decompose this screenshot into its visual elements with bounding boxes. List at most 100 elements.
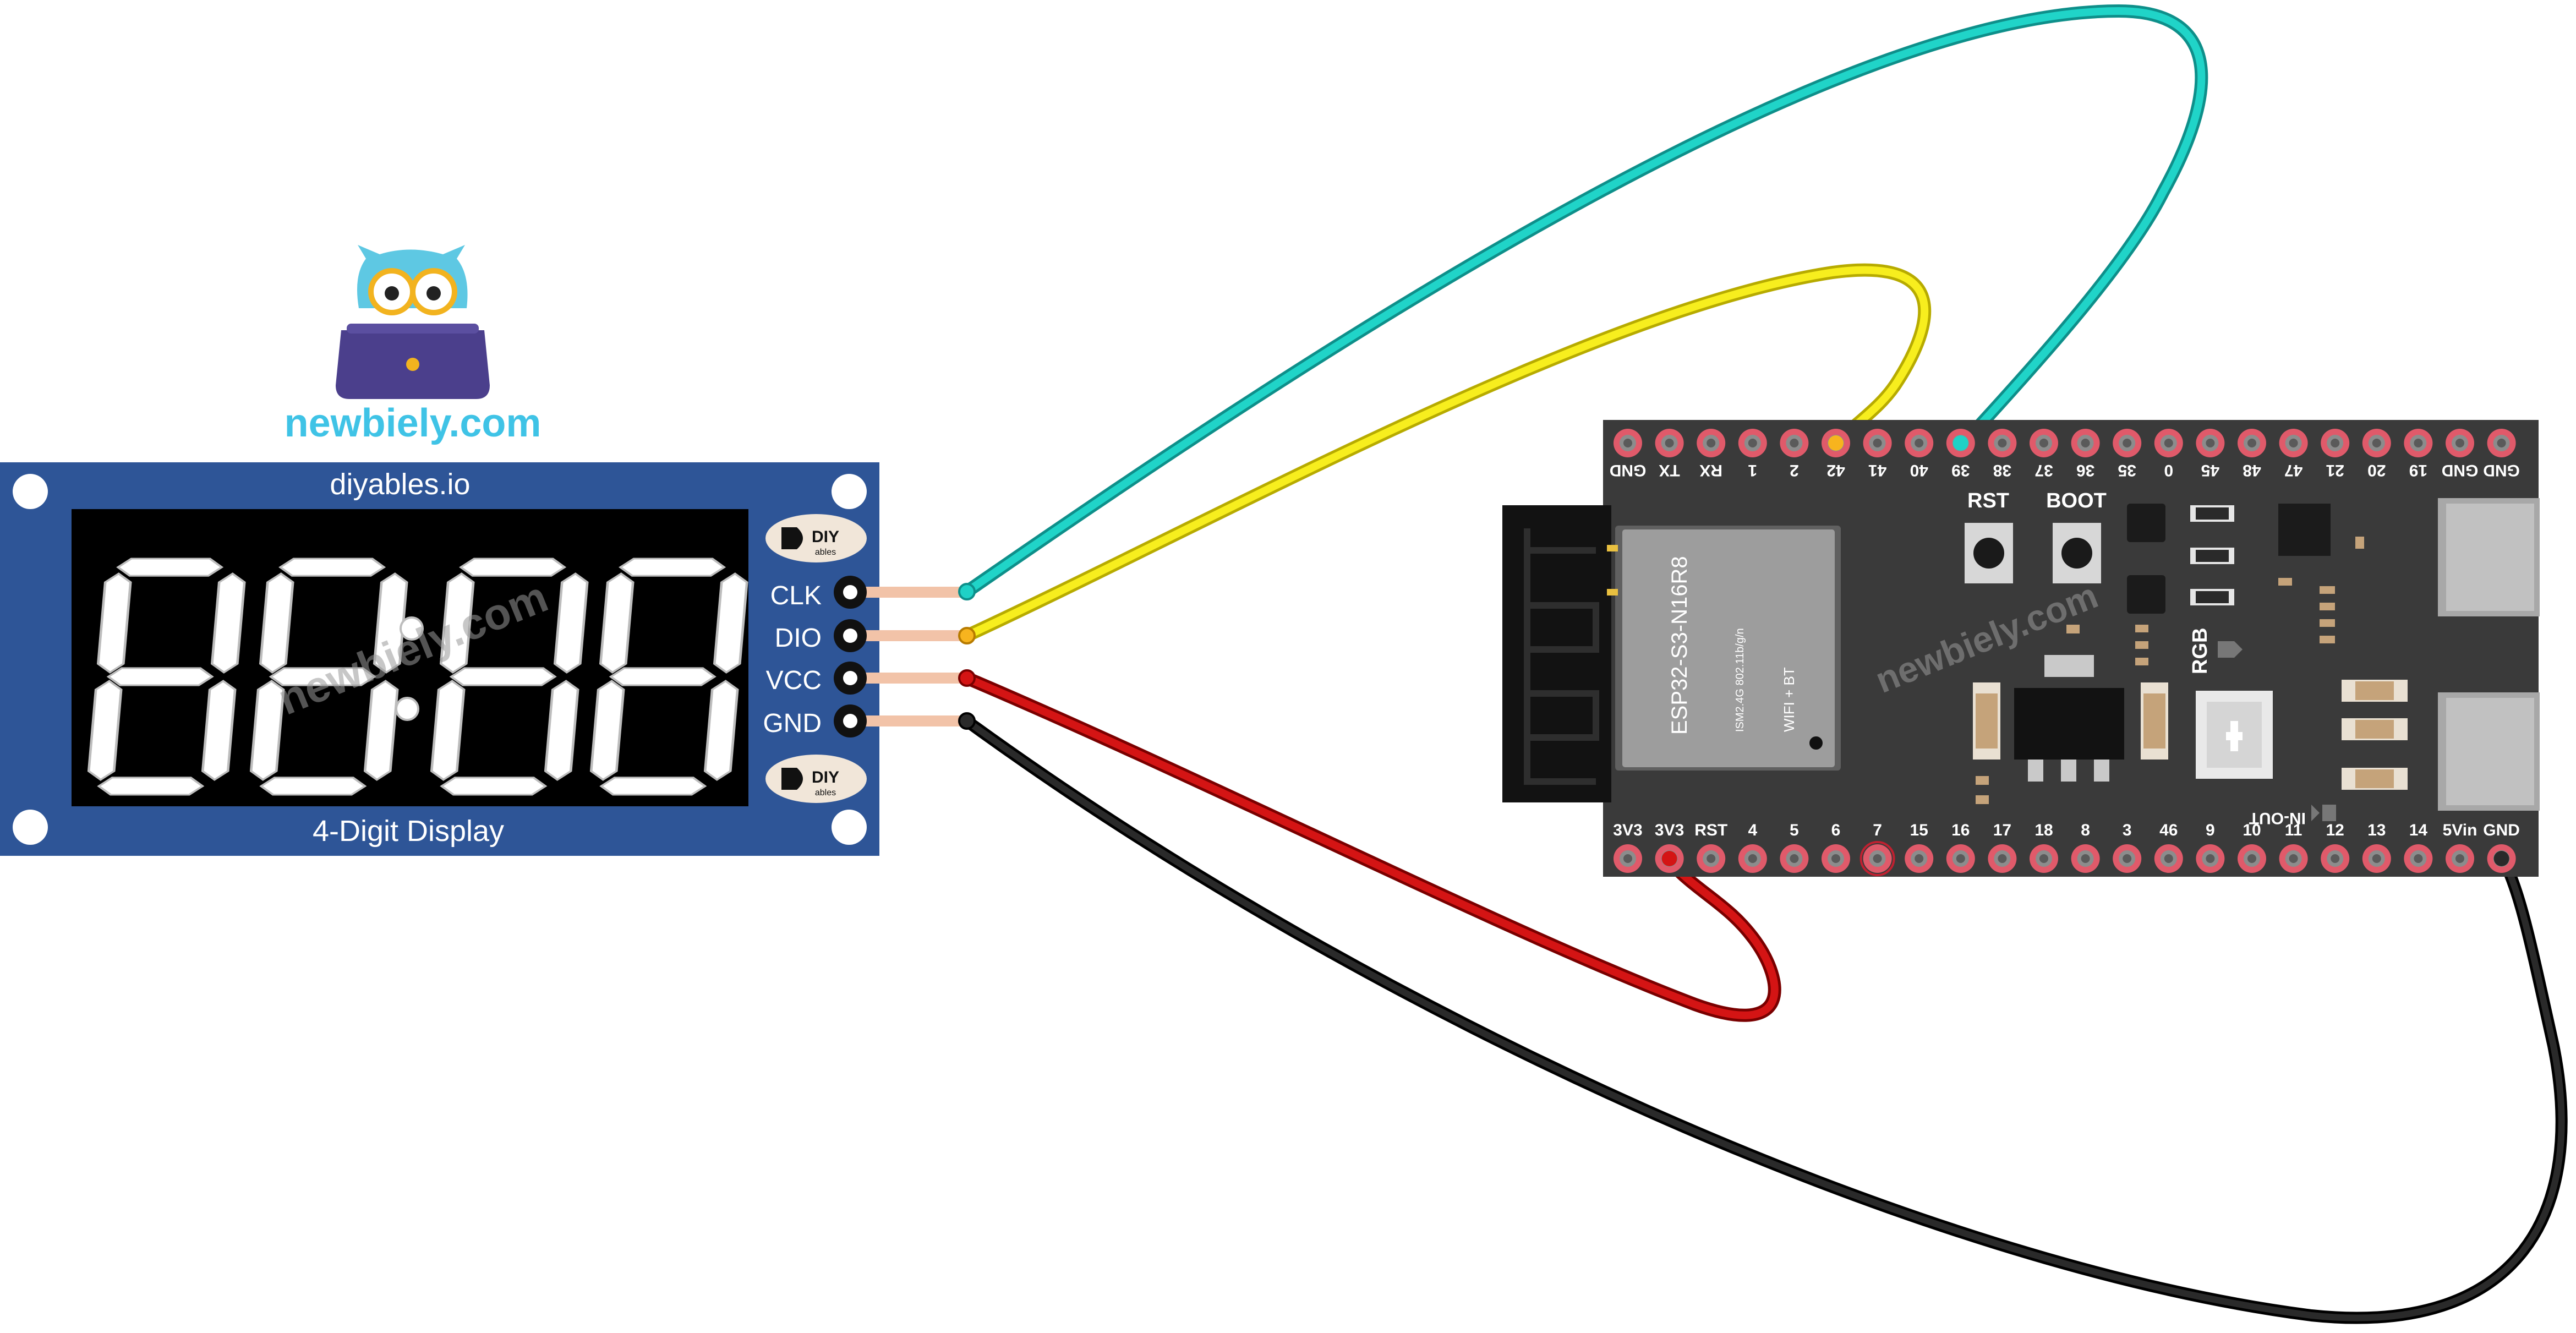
pin-label: 9 <box>2206 821 2215 839</box>
pin-label: 0 <box>2164 461 2173 479</box>
logo-text: newbiely.com <box>285 401 542 445</box>
pin-label: 3V3 <box>1613 821 1642 839</box>
diy-badge-top: DIY ables <box>765 514 867 562</box>
esp32-s3-board: ESP32-S3-N16R8 ISM2.4G 802.11b/g/n WIFI … <box>1502 420 2540 877</box>
rgb-label: RGB <box>2189 628 2212 674</box>
pin-gnd[interactable] <box>2446 429 2474 457</box>
pin-14[interactable] <box>2404 844 2433 873</box>
module-label: ESP32-S3-N16R8 <box>1667 556 1692 735</box>
arrow-icon <box>2311 805 2336 821</box>
module-sub1: ISM2.4G 802.11b/g/n <box>1734 628 1746 732</box>
pin-10[interactable] <box>2238 844 2266 873</box>
pin-label: 2 <box>1790 461 1799 479</box>
mount-hole <box>832 810 867 845</box>
pin-41[interactable] <box>1863 429 1892 457</box>
pin-3v3[interactable] <box>1614 844 1642 873</box>
pin-label: 47 <box>2284 461 2302 479</box>
pin-highlight <box>1859 841 1895 876</box>
display-name-label: 4-Digit Display <box>313 815 504 848</box>
pin-15[interactable] <box>1905 844 1934 873</box>
pin-35[interactable] <box>2113 429 2142 457</box>
pin-label: 6 <box>1831 821 1841 839</box>
pin-label: 21 <box>2326 461 2344 479</box>
mount-hole <box>13 810 48 845</box>
wire-contact <box>1661 851 1677 866</box>
pin-label: 41 <box>1868 461 1886 479</box>
pin-21[interactable] <box>2321 429 2350 457</box>
pin-6[interactable] <box>1822 844 1850 873</box>
pin-38[interactable] <box>1988 429 2017 457</box>
pin-label: 17 <box>1993 821 2011 839</box>
pin-1[interactable] <box>1738 429 1767 457</box>
pin-7[interactable] <box>1863 844 1892 873</box>
pin-label: 1 <box>1748 461 1757 479</box>
pin-48[interactable] <box>2238 429 2266 457</box>
boot-button[interactable] <box>2053 523 2101 583</box>
pin-8[interactable] <box>2071 844 2100 873</box>
pin-19[interactable] <box>2404 429 2433 457</box>
pin-36[interactable] <box>2071 429 2100 457</box>
pin-label: 36 <box>2076 461 2094 479</box>
pin-gnd[interactable] <box>1614 429 1642 457</box>
display-pin-labels: CLK DIO VCC GND <box>763 581 822 738</box>
pin-label: 4 <box>1748 821 1757 839</box>
pin-label: 40 <box>1910 461 1928 479</box>
wire-contact <box>1952 435 1968 451</box>
smd-components <box>1973 504 2408 821</box>
rst-button[interactable] <box>1965 523 2013 583</box>
diy-logo-icon <box>781 768 803 790</box>
pin-40[interactable] <box>1905 429 1934 457</box>
pin-5vin[interactable] <box>2446 844 2474 873</box>
pin-16[interactable] <box>1946 844 1975 873</box>
pin-label: 3 <box>2123 821 2132 839</box>
pin-gnd[interactable] <box>2487 429 2516 457</box>
pin-vcc[interactable] <box>842 673 967 684</box>
pin-label: 16 <box>1951 821 1970 839</box>
seven-segment-digits <box>86 559 749 795</box>
pin-label: GND <box>2483 821 2520 839</box>
pin-label: 38 <box>1993 461 2011 479</box>
pin-0[interactable] <box>2154 429 2183 457</box>
pin-3[interactable] <box>2113 844 2142 873</box>
pin-17[interactable] <box>1988 844 2017 873</box>
pin-label: GND <box>1610 461 1647 479</box>
pin-label: 39 <box>1951 461 1970 479</box>
4-digit-display-module: diyables.io 4-Digit Display newbiely.com… <box>0 462 976 856</box>
usb-port-bottom <box>2438 692 2540 811</box>
pin-2[interactable] <box>1780 429 1809 457</box>
pin-dio[interactable] <box>842 630 967 641</box>
pin-label: 19 <box>2409 461 2427 479</box>
pin-label-vcc: VCC <box>766 666 822 695</box>
pin-clk[interactable] <box>842 587 967 598</box>
pin-37[interactable] <box>2030 429 2058 457</box>
pin-label: GND <box>2483 461 2520 479</box>
pin-20[interactable] <box>2362 429 2391 457</box>
pin-9[interactable] <box>2196 844 2225 873</box>
wires <box>960 4 2568 1324</box>
pin-5[interactable] <box>1780 844 1809 873</box>
pin-13[interactable] <box>2362 844 2391 873</box>
pin-label: RX <box>1699 461 1722 479</box>
pin-label: GND <box>2442 461 2479 479</box>
pin-11[interactable] <box>2279 844 2308 873</box>
pin-label: 12 <box>2326 821 2344 839</box>
pin-label: TX <box>1659 461 1680 479</box>
pin-4[interactable] <box>1738 844 1767 873</box>
pin-12[interactable] <box>2321 844 2350 873</box>
pin-rst[interactable] <box>1697 844 1726 873</box>
pin-label: 5 <box>1790 821 1799 839</box>
pin-label: 35 <box>2118 461 2136 479</box>
pin-label-clk: CLK <box>770 581 822 610</box>
pin-46[interactable] <box>2154 844 2183 873</box>
pin-tx[interactable] <box>1655 429 1684 457</box>
pin-45[interactable] <box>2196 429 2225 457</box>
inout-label: IN-OUT <box>2249 809 2306 827</box>
pin-rx[interactable] <box>1697 429 1726 457</box>
pin-label: 37 <box>2034 461 2053 479</box>
pin-47[interactable] <box>2279 429 2308 457</box>
pin-label: 5Vin <box>2443 821 2477 839</box>
display-header-pins <box>834 576 967 737</box>
pin-18[interactable] <box>2030 844 2058 873</box>
display-brand-label: diyables.io <box>330 468 470 501</box>
pin-gnd[interactable] <box>842 715 967 726</box>
